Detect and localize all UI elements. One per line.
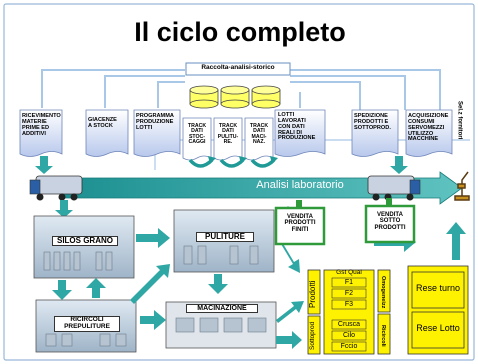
prodotti-bar [307, 269, 321, 315]
sale-label-finiti: VENDITA PRODOTTI FINITI [284, 214, 316, 233]
plant-label-ricircoli: RICIRCOLI PREPULITURE [54, 316, 120, 332]
plant-label-pulizie: PULITURE [196, 232, 254, 243]
doc-label-lotti: LOTTI LAVORATI CON DATI REALI DI PRODUZI… [278, 112, 316, 142]
omogeneizz-label: Omogeneizz [379, 275, 386, 309]
sub-item-crusca: Crusca [337, 321, 361, 328]
sub-item-fccio: Fccio [340, 343, 358, 350]
track-boxes [182, 117, 274, 161]
doc-programma [133, 109, 181, 157]
microscope-icon [454, 171, 470, 201]
side-label: Sel.z fornitori [456, 100, 463, 140]
doc-label-programma: PROGRAMMA PRODUZIONE LOTTI [136, 113, 174, 131]
doc-acquisizione [405, 109, 453, 157]
products-prodotti-label: Prodotti [308, 280, 317, 308]
ricircoli-bar [377, 313, 391, 355]
sale-label-sotto: VENDITA SOTTO PRODOTTI [374, 212, 406, 231]
doc-lotti [274, 109, 326, 157]
plant-label-macinazione: MACINAZIONE [186, 304, 258, 314]
document-shapes [19, 109, 453, 157]
products-sottoprod-label: Sottoprod [309, 321, 316, 351]
lab-arrow-shape [59, 171, 463, 205]
doc-giacenze [85, 109, 129, 157]
rese-turno: Rese turno [415, 283, 461, 293]
sale-box-finiti [274, 206, 326, 246]
down-arrows [35, 156, 408, 218]
sub-item-cilo: Cilo [342, 332, 356, 339]
plant-label-silos: SILOS GRANO [52, 236, 118, 247]
ricircoli-label: Ricircoli [379, 325, 386, 347]
page-title: Il ciclo completo [134, 17, 346, 47]
doc-spedizione [351, 109, 399, 157]
database-cylinders [189, 85, 281, 109]
track-label-stoccaggi: TRACK DATI STOC- CAGGI [187, 123, 207, 146]
sottoprod-bar [307, 315, 321, 355]
products-gst-qual: Gst Qual [336, 269, 362, 276]
rese-lotto: Rese Lotto [416, 323, 460, 333]
doc-label-giacenze: GIACENZE A STOCK [88, 117, 117, 129]
product-item-f3: F3 [344, 301, 354, 308]
track-label-macinaz: TRACK DATI MACI- NAZ. [249, 123, 269, 146]
product-item-f2: F2 [344, 290, 354, 297]
top-bar-box [185, 62, 291, 76]
doc-label-acquisizione: ACQUISIZIONE CONSUMI SERVOMEZZI UTILIZZO… [408, 113, 449, 143]
truck-right-icon [367, 175, 421, 201]
top-bar-label: Raccolta-analisi-storico [201, 64, 275, 71]
truck-left-icon [29, 175, 83, 201]
omogeneizz-bar [377, 269, 391, 313]
doc-ricevimento [19, 109, 63, 157]
track-label-pulitura: TRACK DATI PULITU- RE. [217, 123, 239, 146]
doc-label-spedizione: SPEDIZIONE PRODOTTI E SOTTOPROD. [354, 113, 391, 131]
doc-label-ricevimento: RICEVIMENTO MATERIE PRIME ED ADDITIVI [22, 113, 61, 137]
lab-arrow-label: Analisi laboratorio [256, 179, 344, 191]
product-item-f1: F1 [344, 279, 354, 286]
